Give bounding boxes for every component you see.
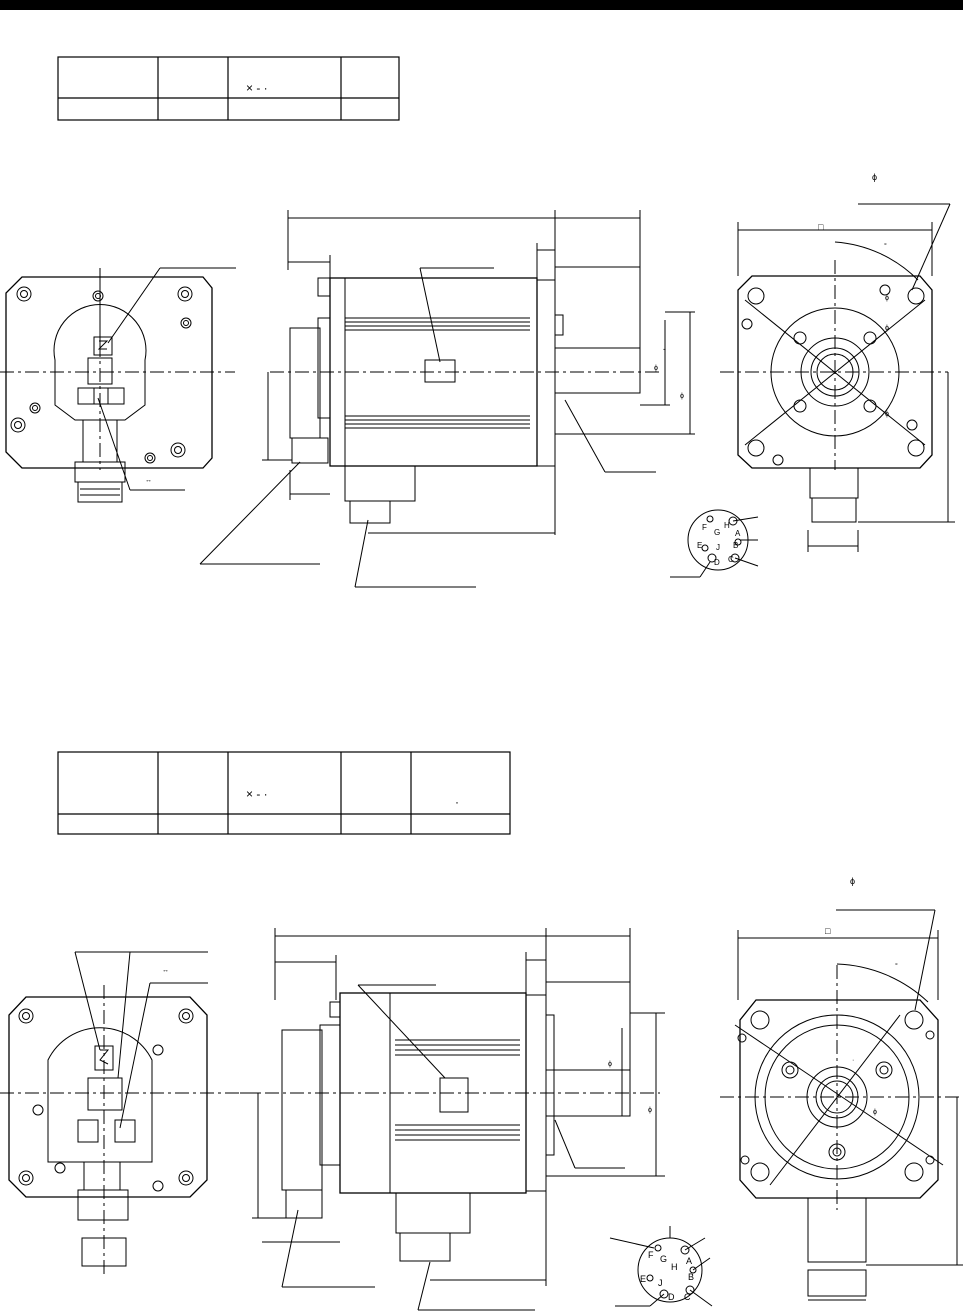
pin-label-A-2: A [686, 1256, 692, 1266]
dim-mark-2: ϕ [654, 365, 658, 372]
dim-mark-7: ↔ [145, 477, 152, 484]
dim-mark-3: ϕ [680, 393, 684, 400]
pin-label-H-1: H [724, 521, 730, 530]
side-view-2 [240, 928, 665, 1311]
pin-label-H-2: H [671, 1262, 678, 1272]
angle-label-2: ° [895, 962, 898, 970]
dim-mark-1: - [663, 344, 666, 354]
spec-table-2-cell-3: × - · [246, 787, 268, 801]
drawing-1-labels: □ ϕ ° - ϕ ϕ ϕ ϕ ϕ ↔ F G H A E J B D C [145, 172, 889, 567]
header-bar [0, 0, 963, 10]
dim-mark-2-5: ↔ [162, 967, 169, 974]
pin-label-B-2: B [688, 1272, 694, 1282]
dim-mark-6: ϕ [885, 295, 889, 302]
pin-label-E-1: E [697, 541, 702, 550]
angle-label-1: ° [884, 242, 887, 250]
pin-label-D-1: D [714, 558, 720, 567]
side-view-1 [199, 210, 695, 588]
pin-label-A-1: A [735, 529, 741, 538]
spec-table-2-cell-5: · [455, 795, 459, 809]
pin-label-C-1: C [728, 555, 734, 564]
phi-label-1: ϕ [872, 172, 877, 182]
connector-pin-view-2 [609, 1226, 713, 1307]
pin-label-B-1: B [733, 541, 738, 550]
dim-mark-2-2: ϕ [648, 1107, 652, 1114]
pin-label-J-2: J [658, 1278, 663, 1288]
dim-mark-4: ϕ [885, 325, 889, 332]
spec-table-2-text: × - · · [246, 787, 459, 809]
pin-label-J-1: J [716, 543, 720, 552]
drawing-2 [0, 909, 963, 1311]
pin-label-F-1: F [702, 523, 707, 532]
spec-table-1-cell-3: × - · [246, 81, 268, 95]
front-view-1 [720, 203, 955, 552]
flange-square-label-2: □ [825, 926, 831, 936]
drawing-1 [0, 203, 955, 588]
pin-label-G-1: G [714, 528, 720, 537]
pin-label-C-2: C [684, 1292, 691, 1302]
spec-table-2 [57, 751, 511, 835]
rear-view-1 [0, 267, 236, 503]
spec-table-1-text: × - · [246, 81, 268, 95]
connector-pin-view-1 [670, 509, 759, 578]
rear-view-2 [0, 951, 260, 1278]
pin-label-E-2: E [640, 1274, 646, 1284]
dim-mark-2-1: ϕ [608, 1061, 612, 1068]
spec-table-1 [57, 56, 400, 121]
drawing-2-labels: □ ϕ ° ϕ ϕ ϕ · ↔ F G H A E J B D C [162, 876, 898, 1302]
flange-square-label-1: □ [818, 222, 824, 232]
pin-label-G-2: G [660, 1254, 667, 1264]
dim-mark-2-3: ϕ [873, 1109, 877, 1116]
dim-mark-2-4: · [852, 1057, 854, 1064]
phi-label-2: ϕ [850, 876, 855, 886]
front-view-2 [720, 909, 963, 1301]
dim-mark-5: ϕ [885, 411, 889, 418]
pin-label-D-2: D [668, 1292, 675, 1302]
pin-label-F-2: F [648, 1250, 654, 1260]
